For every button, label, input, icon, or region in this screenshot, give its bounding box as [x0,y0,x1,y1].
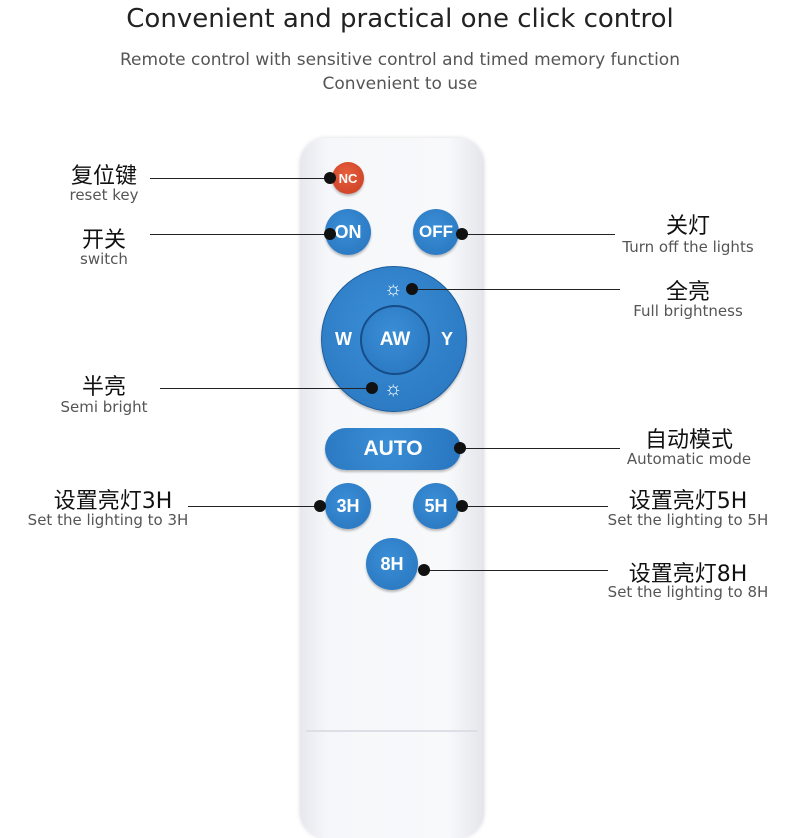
page-title: Convenient and practical one click contr… [126,4,674,34]
leader-line [462,506,608,507]
8h-button[interactable]: 8H [366,538,418,590]
label-3h-zh: 设置亮灯3H [53,489,173,514]
leader-dot [314,500,326,512]
direction-pad: ☼ ☼ W Y AW [321,266,467,412]
label-switch-en: switch [80,250,128,268]
full-brightness-sun-icon[interactable]: ☼ [384,278,403,300]
label-8h-en: Set the lighting to 8H [607,583,769,601]
w-button[interactable]: W [335,329,352,349]
semi-brightness-sun-icon[interactable]: ☼ [384,378,403,400]
label-full-zh: 全亮 [665,280,710,305]
remote-seam [306,730,478,732]
leader-line [462,234,615,235]
leader-dot [366,382,378,394]
label-switch-zh: 开关 [81,228,126,253]
leader-line [424,570,608,571]
aw-button[interactable]: AW [360,305,430,375]
subtitle-2: Convenient to use [322,74,478,94]
label-3h-en: Set the lighting to 3H [27,511,189,529]
leader-dot [324,172,336,184]
label-5h-en: Set the lighting to 5H [607,511,769,529]
y-button[interactable]: Y [441,329,454,349]
label-off-en: Turn off the lights [622,238,754,256]
leader-line [188,506,320,507]
on-button[interactable]: ON [325,209,371,255]
label-5h-zh: 设置亮灯5H [628,489,748,514]
nc-reset-button[interactable]: NC [332,162,364,194]
label-auto-en: Automatic mode [626,450,752,468]
remote-control-body [300,138,484,838]
label-semi-en: Semi bright [60,398,148,416]
label-8h-zh: 设置亮灯8H [628,562,748,587]
leader-line [160,388,372,389]
5h-button[interactable]: 5H [413,483,459,529]
leader-line [150,234,330,235]
label-reset-en: reset key [69,186,139,204]
leader-dot [456,500,468,512]
leader-dot [454,442,466,454]
leader-line [412,289,620,290]
3h-button[interactable]: 3H [325,483,371,529]
leader-dot [456,228,468,240]
leader-dot [418,564,430,576]
subtitle-1: Remote control with sensitive control an… [120,50,680,70]
leader-dot [406,283,418,295]
label-reset-zh: 复位键 [70,164,137,189]
leader-line [460,448,620,449]
label-auto-zh: 自动模式 [644,428,733,453]
leader-dot [324,228,336,240]
label-off-zh: 关灯 [665,214,710,239]
label-semi-zh: 半亮 [81,375,126,400]
leader-line [150,178,330,179]
label-full-en: Full brightness [633,302,743,320]
off-button[interactable]: OFF [413,209,459,255]
auto-button[interactable]: AUTO [325,428,461,470]
